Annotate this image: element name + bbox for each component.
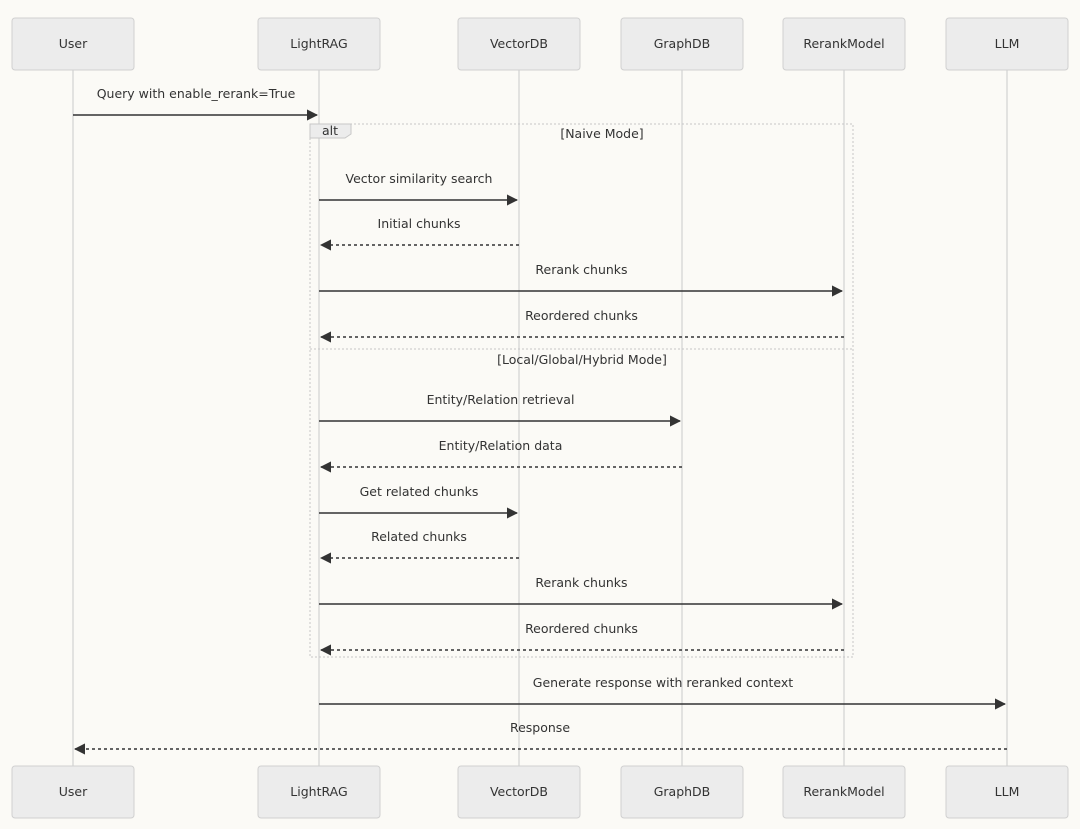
message: Entity/Relation retrieval bbox=[319, 392, 682, 427]
actor-label: GraphDB bbox=[654, 36, 711, 51]
message: Reordered chunks bbox=[319, 308, 844, 343]
alt-fragment-label: alt bbox=[322, 123, 338, 138]
message-label: Generate response with reranked context bbox=[533, 675, 793, 690]
message-label: Response bbox=[510, 720, 570, 735]
actor-vectordb-top: VectorDB bbox=[457, 17, 581, 71]
actor-vectordb-bottom: VectorDB bbox=[457, 765, 581, 819]
message-label: Query with enable_rerank=True bbox=[97, 86, 296, 101]
actor-label: VectorDB bbox=[490, 784, 548, 799]
actor-label: RerankModel bbox=[803, 784, 884, 799]
actor-box bbox=[257, 17, 381, 71]
actor-box bbox=[620, 765, 744, 819]
actor-lightrag-top: LightRAG bbox=[257, 17, 381, 71]
message: Rerank chunks bbox=[319, 575, 844, 610]
actor-box bbox=[457, 17, 581, 71]
message-label: Related chunks bbox=[371, 529, 467, 544]
actor-user-bottom: User bbox=[11, 765, 135, 819]
message-label: Entity/Relation data bbox=[439, 438, 563, 453]
message-label: Reordered chunks bbox=[525, 621, 638, 636]
message: Reordered chunks bbox=[319, 621, 844, 656]
actor-label: LLM bbox=[995, 36, 1020, 51]
actor-graphdb-bottom: GraphDB bbox=[620, 765, 744, 819]
message-label: Get related chunks bbox=[360, 484, 479, 499]
message-label: Reordered chunks bbox=[525, 308, 638, 323]
actor-llm-bottom: LLM bbox=[945, 765, 1069, 819]
actor-label: User bbox=[59, 784, 88, 799]
actor-label: LightRAG bbox=[290, 36, 347, 51]
message: Response bbox=[73, 720, 1007, 755]
actor-rerankmodel-bottom: RerankModel bbox=[782, 765, 906, 819]
alt-section-condition: [Local/Global/Hybrid Mode] bbox=[497, 352, 667, 367]
alt-section-condition: [Naive Mode] bbox=[560, 126, 643, 141]
message: Generate response with reranked context bbox=[319, 675, 1007, 710]
actor-box bbox=[11, 17, 135, 71]
actor-llm-top: LLM bbox=[945, 17, 1069, 71]
actor-box bbox=[945, 765, 1069, 819]
actor-rerankmodel-top: RerankModel bbox=[782, 17, 906, 71]
actor-box bbox=[620, 17, 744, 71]
actor-label: RerankModel bbox=[803, 36, 884, 51]
actor-box bbox=[782, 17, 906, 71]
actor-box bbox=[945, 17, 1069, 71]
message: Initial chunks bbox=[319, 216, 519, 251]
actor-graphdb-top: GraphDB bbox=[620, 17, 744, 71]
message-label: Rerank chunks bbox=[535, 575, 627, 590]
actor-box bbox=[257, 765, 381, 819]
message: Entity/Relation data bbox=[319, 438, 682, 473]
message: Rerank chunks bbox=[319, 262, 844, 297]
message: Query with enable_rerank=True bbox=[73, 86, 319, 121]
actor-label: VectorDB bbox=[490, 36, 548, 51]
actor-label: User bbox=[59, 36, 88, 51]
message: Get related chunks bbox=[319, 484, 519, 519]
message-label: Vector similarity search bbox=[346, 171, 493, 186]
message: Related chunks bbox=[319, 529, 519, 564]
actor-label: LightRAG bbox=[290, 784, 347, 799]
actor-lightrag-bottom: LightRAG bbox=[257, 765, 381, 819]
alt-fragment-frame bbox=[309, 123, 854, 658]
message: Vector similarity search bbox=[319, 171, 519, 206]
actor-user-top: User bbox=[11, 17, 135, 71]
actor-box bbox=[782, 765, 906, 819]
actor-box bbox=[11, 765, 135, 819]
actor-box bbox=[457, 765, 581, 819]
message-label: Initial chunks bbox=[378, 216, 461, 231]
actor-label: LLM bbox=[995, 784, 1020, 799]
message-label: Entity/Relation retrieval bbox=[427, 392, 575, 407]
actor-label: GraphDB bbox=[654, 784, 711, 799]
alt-fragment-tab bbox=[309, 123, 352, 139]
message-label: Rerank chunks bbox=[535, 262, 627, 277]
